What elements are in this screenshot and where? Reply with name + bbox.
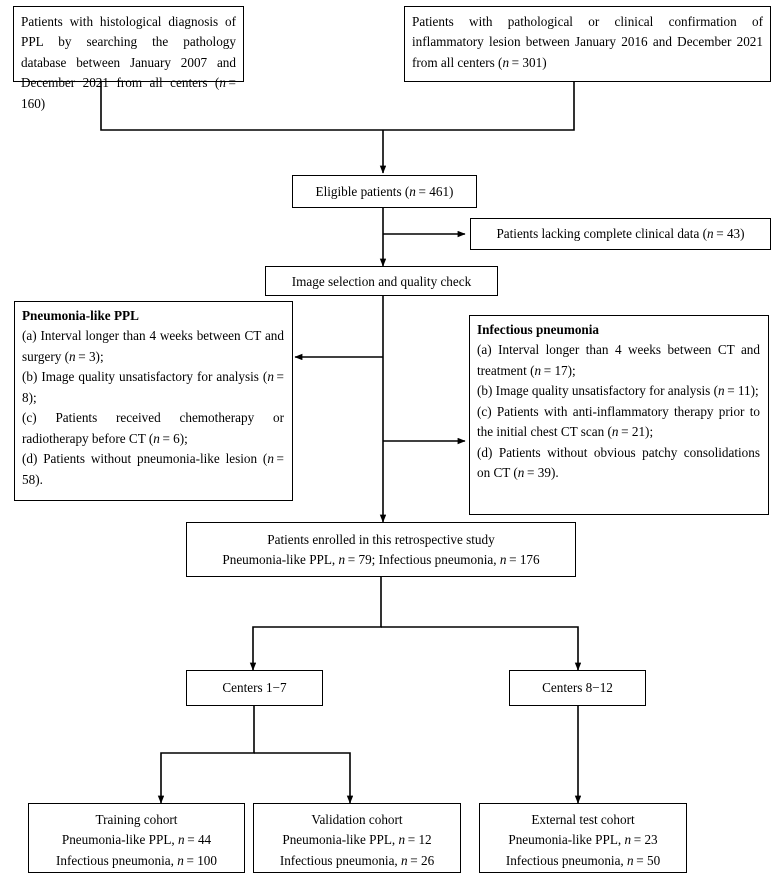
- node-centers-1-7-text: Centers 1−7: [222, 680, 287, 695]
- exclude-ppl-item-b: (b) Image quality unsatisfactory for ana…: [22, 369, 284, 405]
- node-source-inflammatory[interactable]: Patients with pathological or clinical c…: [404, 6, 771, 82]
- link-enrolled-to-centers2: [381, 626, 582, 671]
- node-source-ppl-text: Patients with histological diagnosis of …: [21, 14, 236, 111]
- node-validation-line3: Infectious pneumonia, n = 26: [279, 852, 435, 868]
- node-validation-cohort[interactable]: Validation cohort Pneumonia-like PPL, n …: [253, 803, 461, 873]
- node-enrolled-line2: Pneumonia-like PPL, n = 79; Infectious p…: [222, 552, 540, 568]
- exclude-infectious-item-a: (a) Interval longer than 4 weeks between…: [477, 342, 760, 378]
- exclude-ppl-heading: Pneumonia-like PPL: [22, 308, 139, 323]
- exclude-infectious-item-c: (c) Patients with anti-inflammatory ther…: [477, 403, 760, 440]
- node-eligible-patients-text: Eligible patients (n = 461): [315, 184, 454, 199]
- node-training-line3: Infectious pneumonia, n = 100: [56, 852, 217, 868]
- node-validation-line2: Pneumonia-like PPL, n = 12: [282, 832, 432, 848]
- exclude-ppl-item-c: (c) Patients received chemotherapy or ra…: [22, 410, 284, 446]
- node-centers-8-12[interactable]: Centers 8−12: [509, 670, 646, 706]
- exclude-ppl-item-d: (d) Patients without pneumonia-like lesi…: [22, 451, 284, 487]
- link-enrolled-to-centers1: [249, 577, 382, 671]
- node-image-selection-quality-check-text: Image selection and quality check: [291, 274, 472, 289]
- node-external-test-cohort[interactable]: External test cohort Pneumonia-like PPL,…: [479, 803, 687, 873]
- node-exclude-pneumonia-like-ppl[interactable]: Pneumonia-like PPL (a) Interval longer t…: [14, 301, 293, 501]
- node-external-line1: External test cohort: [531, 812, 635, 827]
- node-enrolled-line1: Patients enrolled in this retrospective …: [267, 532, 495, 547]
- exclude-infectious-heading: Infectious pneumonia: [477, 322, 600, 337]
- node-excluded-clinical-data-text: Patients lacking complete clinical data …: [496, 226, 745, 241]
- link-centers1-to-training: [157, 706, 255, 804]
- node-training-line1: Training cohort: [95, 812, 178, 827]
- exclude-ppl-item-a: (a) Interval longer than 4 weeks between…: [22, 328, 284, 364]
- exclude-infectious-item-d: (d) Patients without obvious patchy cons…: [477, 444, 760, 481]
- exclude-infectious-item-b: (b) Image quality unsatisfactory for ana…: [477, 383, 759, 399]
- node-training-cohort[interactable]: Training cohort Pneumonia-like PPL, n = …: [28, 803, 245, 873]
- link-centers1-to-validation: [254, 752, 354, 804]
- node-source-inflammatory-text: Patients with pathological or clinical c…: [412, 14, 763, 70]
- node-exclude-infectious-pneumonia[interactable]: Infectious pneumonia (a) Interval longer…: [469, 315, 769, 515]
- node-training-line2: Pneumonia-like PPL, n = 44: [61, 832, 212, 848]
- node-eligible-patients[interactable]: Eligible patients (n = 461): [292, 175, 477, 208]
- node-centers-1-7[interactable]: Centers 1−7: [186, 670, 323, 706]
- node-source-ppl[interactable]: Patients with histological diagnosis of …: [13, 6, 244, 111]
- node-enrolled-patients[interactable]: Patients enrolled in this retrospective …: [186, 522, 576, 577]
- node-image-selection-quality-check[interactable]: Image selection and quality check: [265, 266, 498, 296]
- node-external-line3: Infectious pneumonia, n = 50: [505, 852, 661, 868]
- node-excluded-clinical-data[interactable]: Patients lacking complete clinical data …: [470, 218, 771, 250]
- node-external-line2: Pneumonia-like PPL, n = 23: [508, 832, 658, 848]
- node-validation-line1: Validation cohort: [311, 812, 403, 827]
- node-centers-8-12-text: Centers 8−12: [542, 680, 613, 695]
